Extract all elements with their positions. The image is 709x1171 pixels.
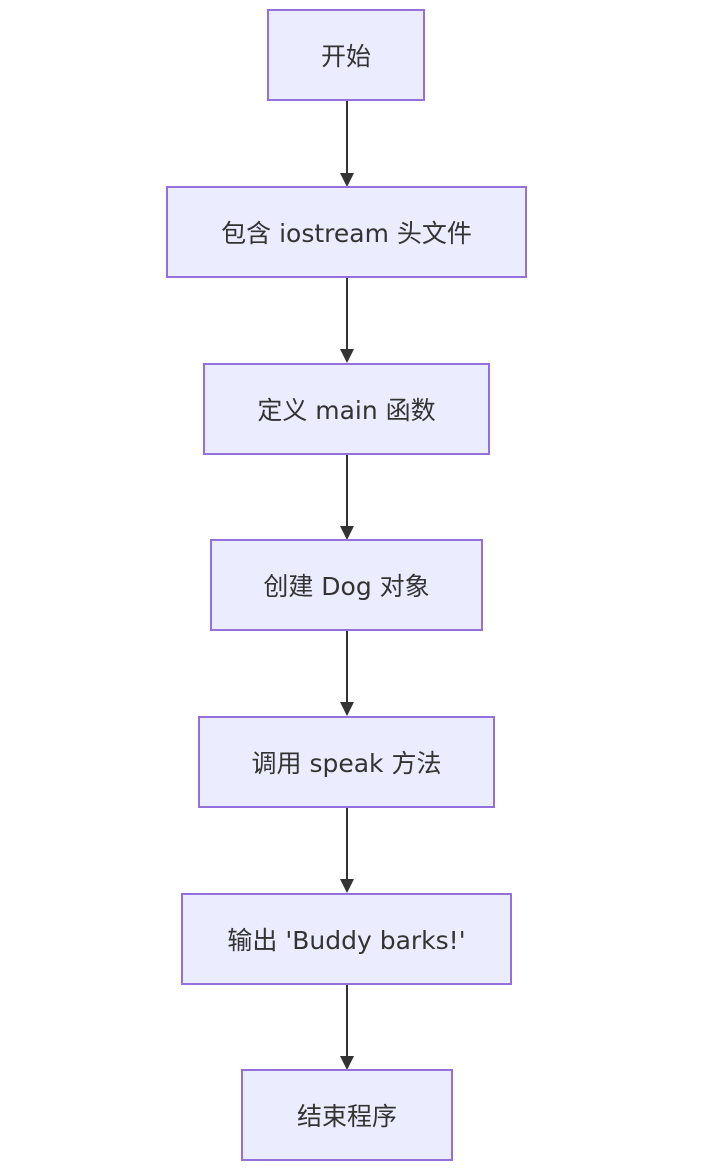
node-output-label: 输出 'Buddy barks!' [227,926,466,955]
arrowhead-include-to-define-main [340,349,354,363]
node-include-iostream: 包含 iostream 头文件 [166,186,527,278]
node-create-dog-label: 创建 Dog 对象 [263,572,430,601]
node-define-main: 定义 main 函数 [203,363,490,455]
node-call-speak: 调用 speak 方法 [198,716,495,808]
node-start: 开始 [267,9,425,101]
node-end: 结束程序 [241,1069,453,1161]
arrowhead-create-dog-to-call-speak [340,702,354,716]
node-output: 输出 'Buddy barks!' [181,893,512,985]
arrowhead-call-speak-to-output [340,879,354,893]
node-start-label: 开始 [320,42,371,71]
arrowhead-define-main-to-create-dog [340,526,354,540]
node-define-main-label: 定义 main 函数 [257,396,436,425]
arrowhead-output-to-end [340,1056,354,1070]
node-include-iostream-label: 包含 iostream 头文件 [221,219,472,248]
node-create-dog: 创建 Dog 对象 [210,539,483,631]
arrowhead-start-to-include [340,173,354,187]
node-end-label: 结束程序 [296,1102,397,1131]
node-call-speak-label: 调用 speak 方法 [251,749,442,778]
